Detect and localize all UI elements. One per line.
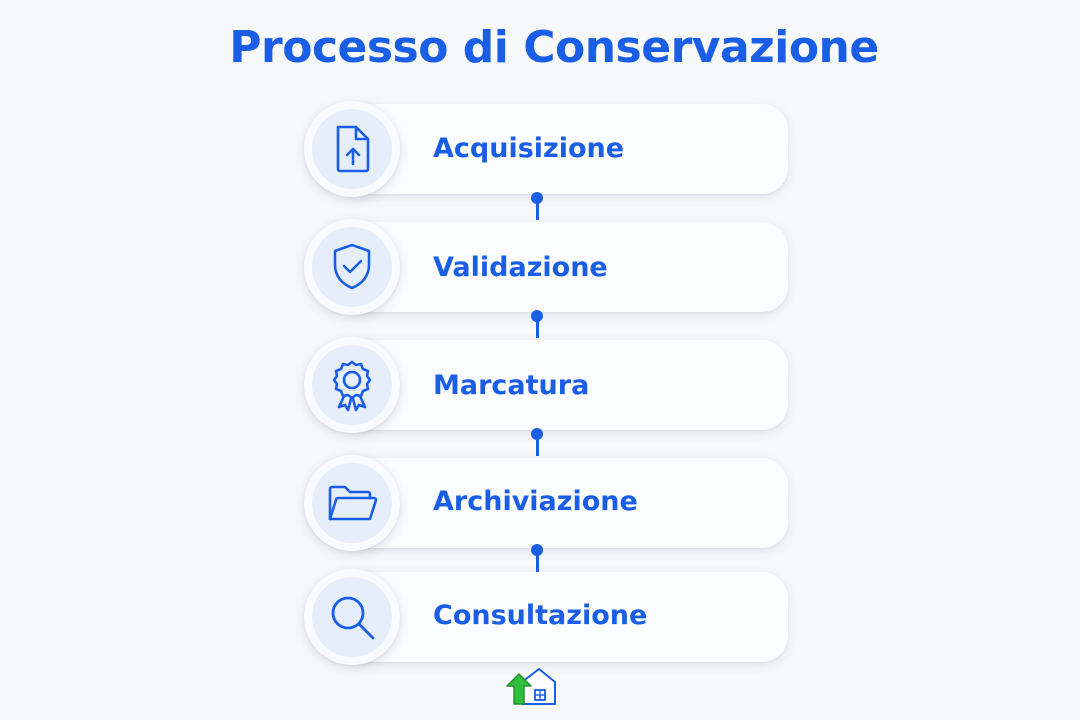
step-card-marcatura bbox=[340, 340, 788, 430]
step-card-validazione bbox=[340, 222, 788, 312]
shield-check-icon bbox=[333, 243, 371, 290]
step-badge-marcatura bbox=[304, 337, 400, 433]
connector-2 bbox=[531, 310, 543, 340]
award-seal-icon bbox=[332, 360, 372, 412]
connector-4 bbox=[531, 544, 543, 574]
step-label-acquisizione: Acquisizione bbox=[433, 133, 625, 164]
step-badge-validazione bbox=[304, 219, 400, 315]
step-label-validazione: Validazione bbox=[433, 252, 608, 283]
step-badge-consultazione bbox=[304, 569, 400, 665]
step-badge-archiviazione bbox=[304, 455, 400, 551]
step-label-consultazione: Consultazione bbox=[433, 600, 648, 631]
diagram-title: Processo di Conservazione bbox=[229, 22, 879, 73]
connector-1 bbox=[531, 192, 543, 222]
step-card-archiviazione bbox=[340, 458, 788, 548]
file-upload-icon bbox=[336, 125, 370, 173]
step-label-archiviazione: Archiviazione bbox=[433, 486, 638, 517]
house-upload-logo-icon bbox=[506, 668, 556, 705]
step-card-consultazione bbox=[340, 572, 788, 662]
connector-3 bbox=[531, 428, 543, 458]
folder-open-icon bbox=[328, 485, 378, 521]
step-label-marcatura: Marcatura bbox=[433, 370, 590, 401]
step-badge-acquisizione bbox=[304, 101, 400, 197]
step-card-acquisizione bbox=[340, 104, 788, 194]
search-icon bbox=[331, 596, 375, 640]
